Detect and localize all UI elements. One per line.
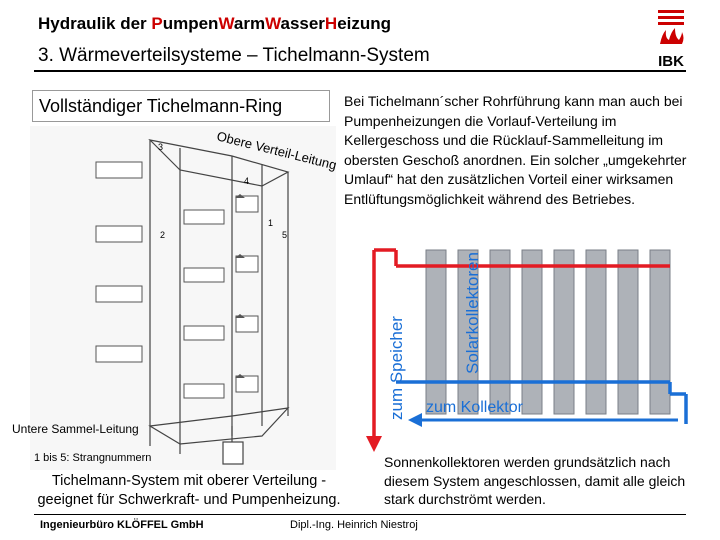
tichelmann-ring-diagram: 3 2 4 5 1 Obere Verteil-Leitung [30,126,336,470]
strand-number: 4 [244,176,249,186]
strand-number-note: 1 bis 5: Strangnummern [34,452,152,464]
title-segment: W [218,14,234,33]
title-segment: eizung [337,14,392,33]
solar-collectors-label: Solarkollektoren [463,252,482,374]
title-segment: W [265,14,281,33]
to-storage-label: zum Speicher [387,316,406,420]
slide-subtitle: 3. Wärmeverteilsysteme – Tichelmann-Syst… [38,45,430,66]
left-section-title: Vollständiger Tichelmann-Ring [32,90,330,122]
left-caption: Tichelmann-System mit oberer Verteilung … [16,472,362,510]
title-segment: asser [280,14,325,33]
footer-divider [34,514,686,515]
explanation-paragraph: Bei Tichelmann´scher Rohrführung kann ma… [344,93,687,207]
lower-collector-label: Untere Sammel-Leitung [12,422,139,436]
title-segment: H [324,14,338,33]
footer-company: Ingenieurbüro KLÖFFEL GmbH [40,519,204,531]
strand-number: 2 [160,230,165,240]
header-title: Hydraulik der PumpenWarmWasserHeizung [38,14,391,34]
strand-number: 1 [268,218,273,228]
ibk-logo: IBK [658,10,684,70]
title-segment: umpen [162,14,219,33]
solar-collector-diagram: Solarkollektoren zum Speicher zum Kollek… [360,244,690,456]
left-caption-line1: Tichelmann-System mit oberer Verteilung … [51,473,327,489]
strand-number: 5 [282,230,287,240]
title-segment: Hydraulik der [38,14,152,33]
left-caption-line2: geeignet für Schwerkraft- und Pumpenheiz… [37,492,341,508]
footer-author: Dipl.-Ing. Heinrich Niestroj [290,519,418,531]
solar-caption: Sonnenkollektoren werden grundsätzlich n… [384,454,686,507]
to-collector-label: zum Kollektor [426,399,524,416]
header-divider [34,70,686,72]
strand-number: 3 [158,142,163,152]
svg-text:IBK: IBK [658,53,684,70]
title-segment: P [151,14,163,33]
title-segment: arm [233,14,266,33]
